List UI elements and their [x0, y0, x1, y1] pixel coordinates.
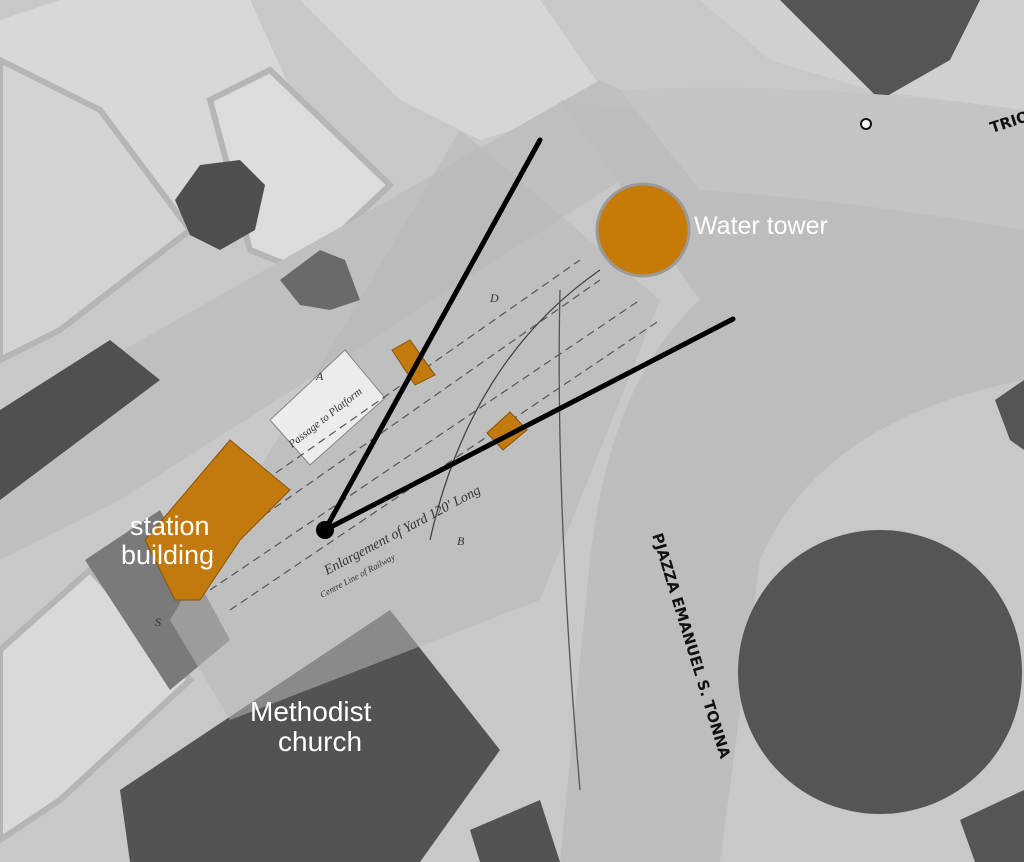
road-large-curve [560, 100, 1024, 862]
water-tower-circle[interactable] [595, 182, 691, 278]
label-station-line1: station [130, 511, 210, 541]
building-dome-top [175, 160, 265, 250]
historic-plan-overlay [170, 130, 660, 720]
plan-letter-a: A [315, 369, 324, 383]
passage-to-platform-block [269, 349, 386, 466]
building-top-right [780, 0, 980, 100]
building-methodist-church [120, 610, 500, 862]
plan-letter-d: D [489, 291, 499, 305]
sight-line-right [322, 316, 736, 533]
roundabout-circle [738, 530, 1022, 814]
road-marker-dot [860, 118, 872, 130]
building-lower-right [470, 800, 560, 862]
building-bottom-right [960, 790, 1024, 862]
plan-letter-s: S [155, 615, 161, 629]
label-church-line1: Methodist [250, 696, 372, 727]
station-building-highlight [144, 439, 291, 601]
sight-line-upper [322, 137, 543, 533]
label-church-line2: church [278, 726, 362, 757]
sight-lines [322, 137, 736, 533]
small-structure-1 [391, 339, 436, 386]
city-block-top-left-inner [0, 56, 195, 364]
railway-curve [429, 269, 601, 541]
building-left-strip [0, 340, 160, 500]
viewpoint-marker[interactable] [316, 521, 334, 539]
city-block-top [300, 0, 610, 140]
label-water-tower: Water tower [694, 212, 828, 240]
railway-curve-2 [558, 289, 581, 791]
plan-letter-b: B [457, 534, 465, 548]
small-dark-annex [280, 250, 360, 310]
road-upper-right [620, 87, 1024, 230]
label-station-line2: building [121, 540, 214, 570]
building-right-edge [995, 380, 1024, 450]
